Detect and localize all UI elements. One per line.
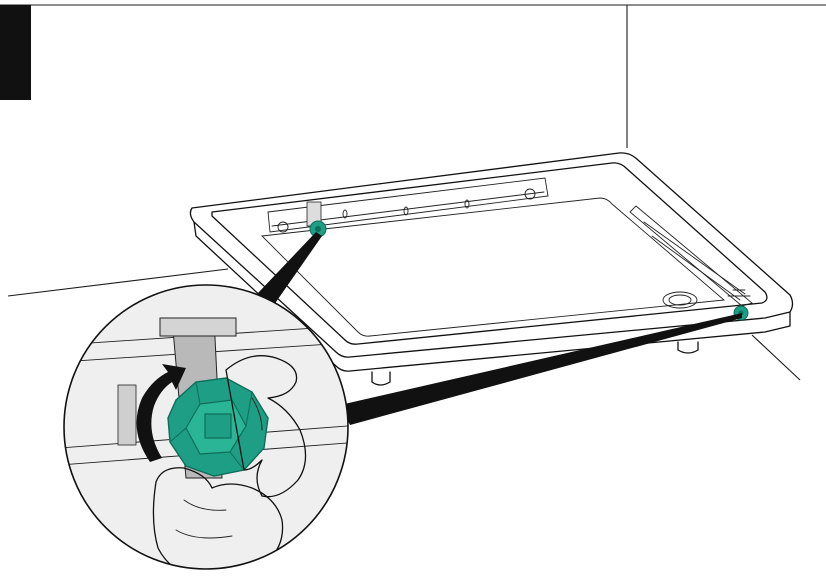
drain xyxy=(662,291,698,309)
hand-icon xyxy=(225,355,307,498)
hand-lower xyxy=(152,467,284,569)
large-leveling-foot xyxy=(167,377,269,477)
rail-holes xyxy=(277,188,536,233)
detail-callout xyxy=(63,284,349,570)
rotate-arrow-icon xyxy=(136,364,186,462)
corner-marker-icon xyxy=(0,5,31,100)
room-lines xyxy=(0,4,826,381)
shower-tray xyxy=(189,152,794,386)
